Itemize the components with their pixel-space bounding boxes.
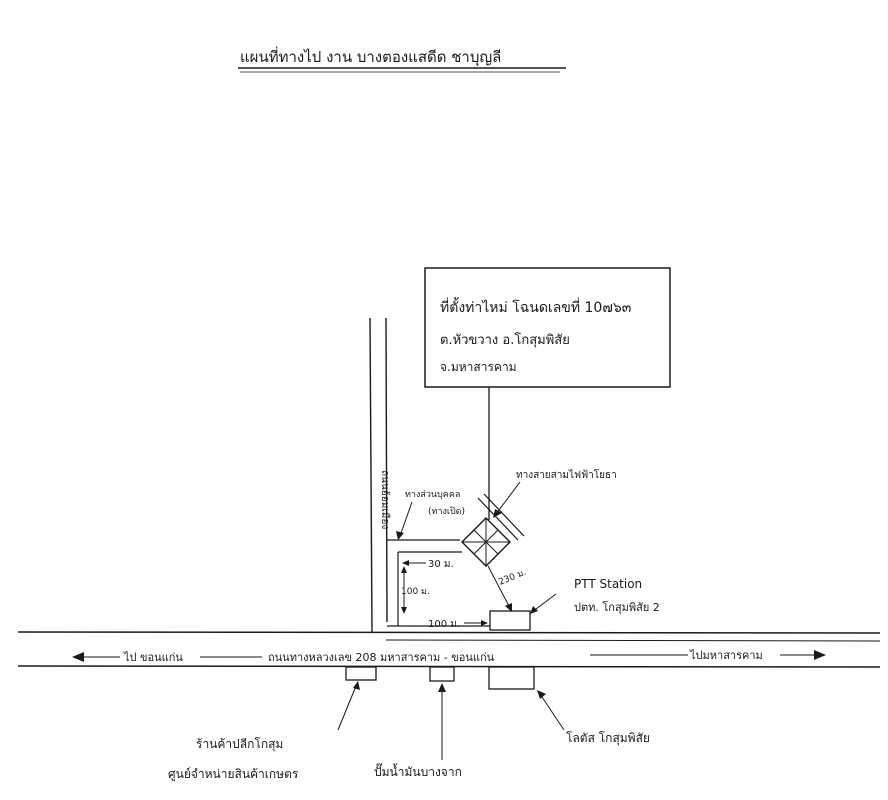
dim-230-arrow [505,603,512,612]
gas-arrowhead [438,683,446,692]
map-title: แผนที่ทางไป งาน บางตองแสดีด ชาบุญลี [240,46,501,67]
market-box [345,666,377,681]
transmission-tower-label: ทางสายสามไฟฟ้าโยธา [516,468,617,481]
soi-label-2: (ทางเปิด) [428,506,465,517]
dim-100v-label: 100 ม. [401,587,430,597]
highway-label: ถนนทางหลวงเลข 208 มหาสารคาม - ขอนแก่น [268,651,495,664]
ptt-arrowhead [530,606,538,614]
lotus-arrowhead [537,690,546,699]
dim-30-label: 30 ม. [428,559,454,570]
dim-100v-arrow-top [401,566,407,573]
vertical-road-label: ถนนอ้อมเมือง [379,470,391,529]
highway-north-edge [17,631,881,634]
highway-service-line [385,639,881,642]
vertical-road-left-edge [369,317,373,633]
dim-230-label: 230 ม. [497,568,527,588]
lotus-label: โลตัส โกสุมพิสัย [566,731,650,746]
gas-station-box [429,666,455,682]
info-line-3: จ.มหาสารคาม [440,360,517,374]
arrow-right-icon [814,650,826,660]
soi-label-1: ทางส่วนบุคคล [405,490,460,500]
market-pointer [337,685,357,731]
transmission-tower-icon [461,493,525,567]
tower-label-pointer [495,481,521,515]
to-mahasarakham-label: ไปมหาสารคาม [689,649,763,662]
dim-100h-label: 100 ม. [428,619,460,630]
to-khonkaen-label: ไป ขอนแก่น [123,651,183,664]
ptt-label-1: PTT Station [574,577,642,591]
tower-label-arrowhead [493,509,502,518]
lotus-pointer [539,693,565,731]
ptt-station-box [489,610,531,631]
dim-100v-arrow-bottom [401,607,407,614]
dim-100h-arrow [481,620,488,626]
ptt-label-2: ปตท. โกสุมพิสัย 2 [574,600,660,614]
gas-station-label: ปั๊มน้ำมันบางจาก [374,763,462,779]
dim-30-arrow-left [402,560,409,566]
market-label-1: ร้านค้าปลีกโกสุม [196,737,283,752]
info-line-1: ที่ตั้งท่าไหม่ โฉนดเลขที่ 10๗๖๓ [440,297,631,316]
arrow-left-icon [72,652,84,662]
soi-label-pointer [399,501,413,537]
market-arrowhead [353,681,360,690]
info-box [424,267,671,388]
vertical-road-right-edge [385,317,388,623]
lotus-box [488,666,535,690]
dim-230-line [487,565,511,609]
soi-label-arrowhead [396,531,404,540]
info-line-2: ต.หัวขวาง อ.โกสุมพิสัย [440,332,570,348]
market-label-2: ศูนย์จำหน่ายสินค้าเกษตร [168,767,299,782]
